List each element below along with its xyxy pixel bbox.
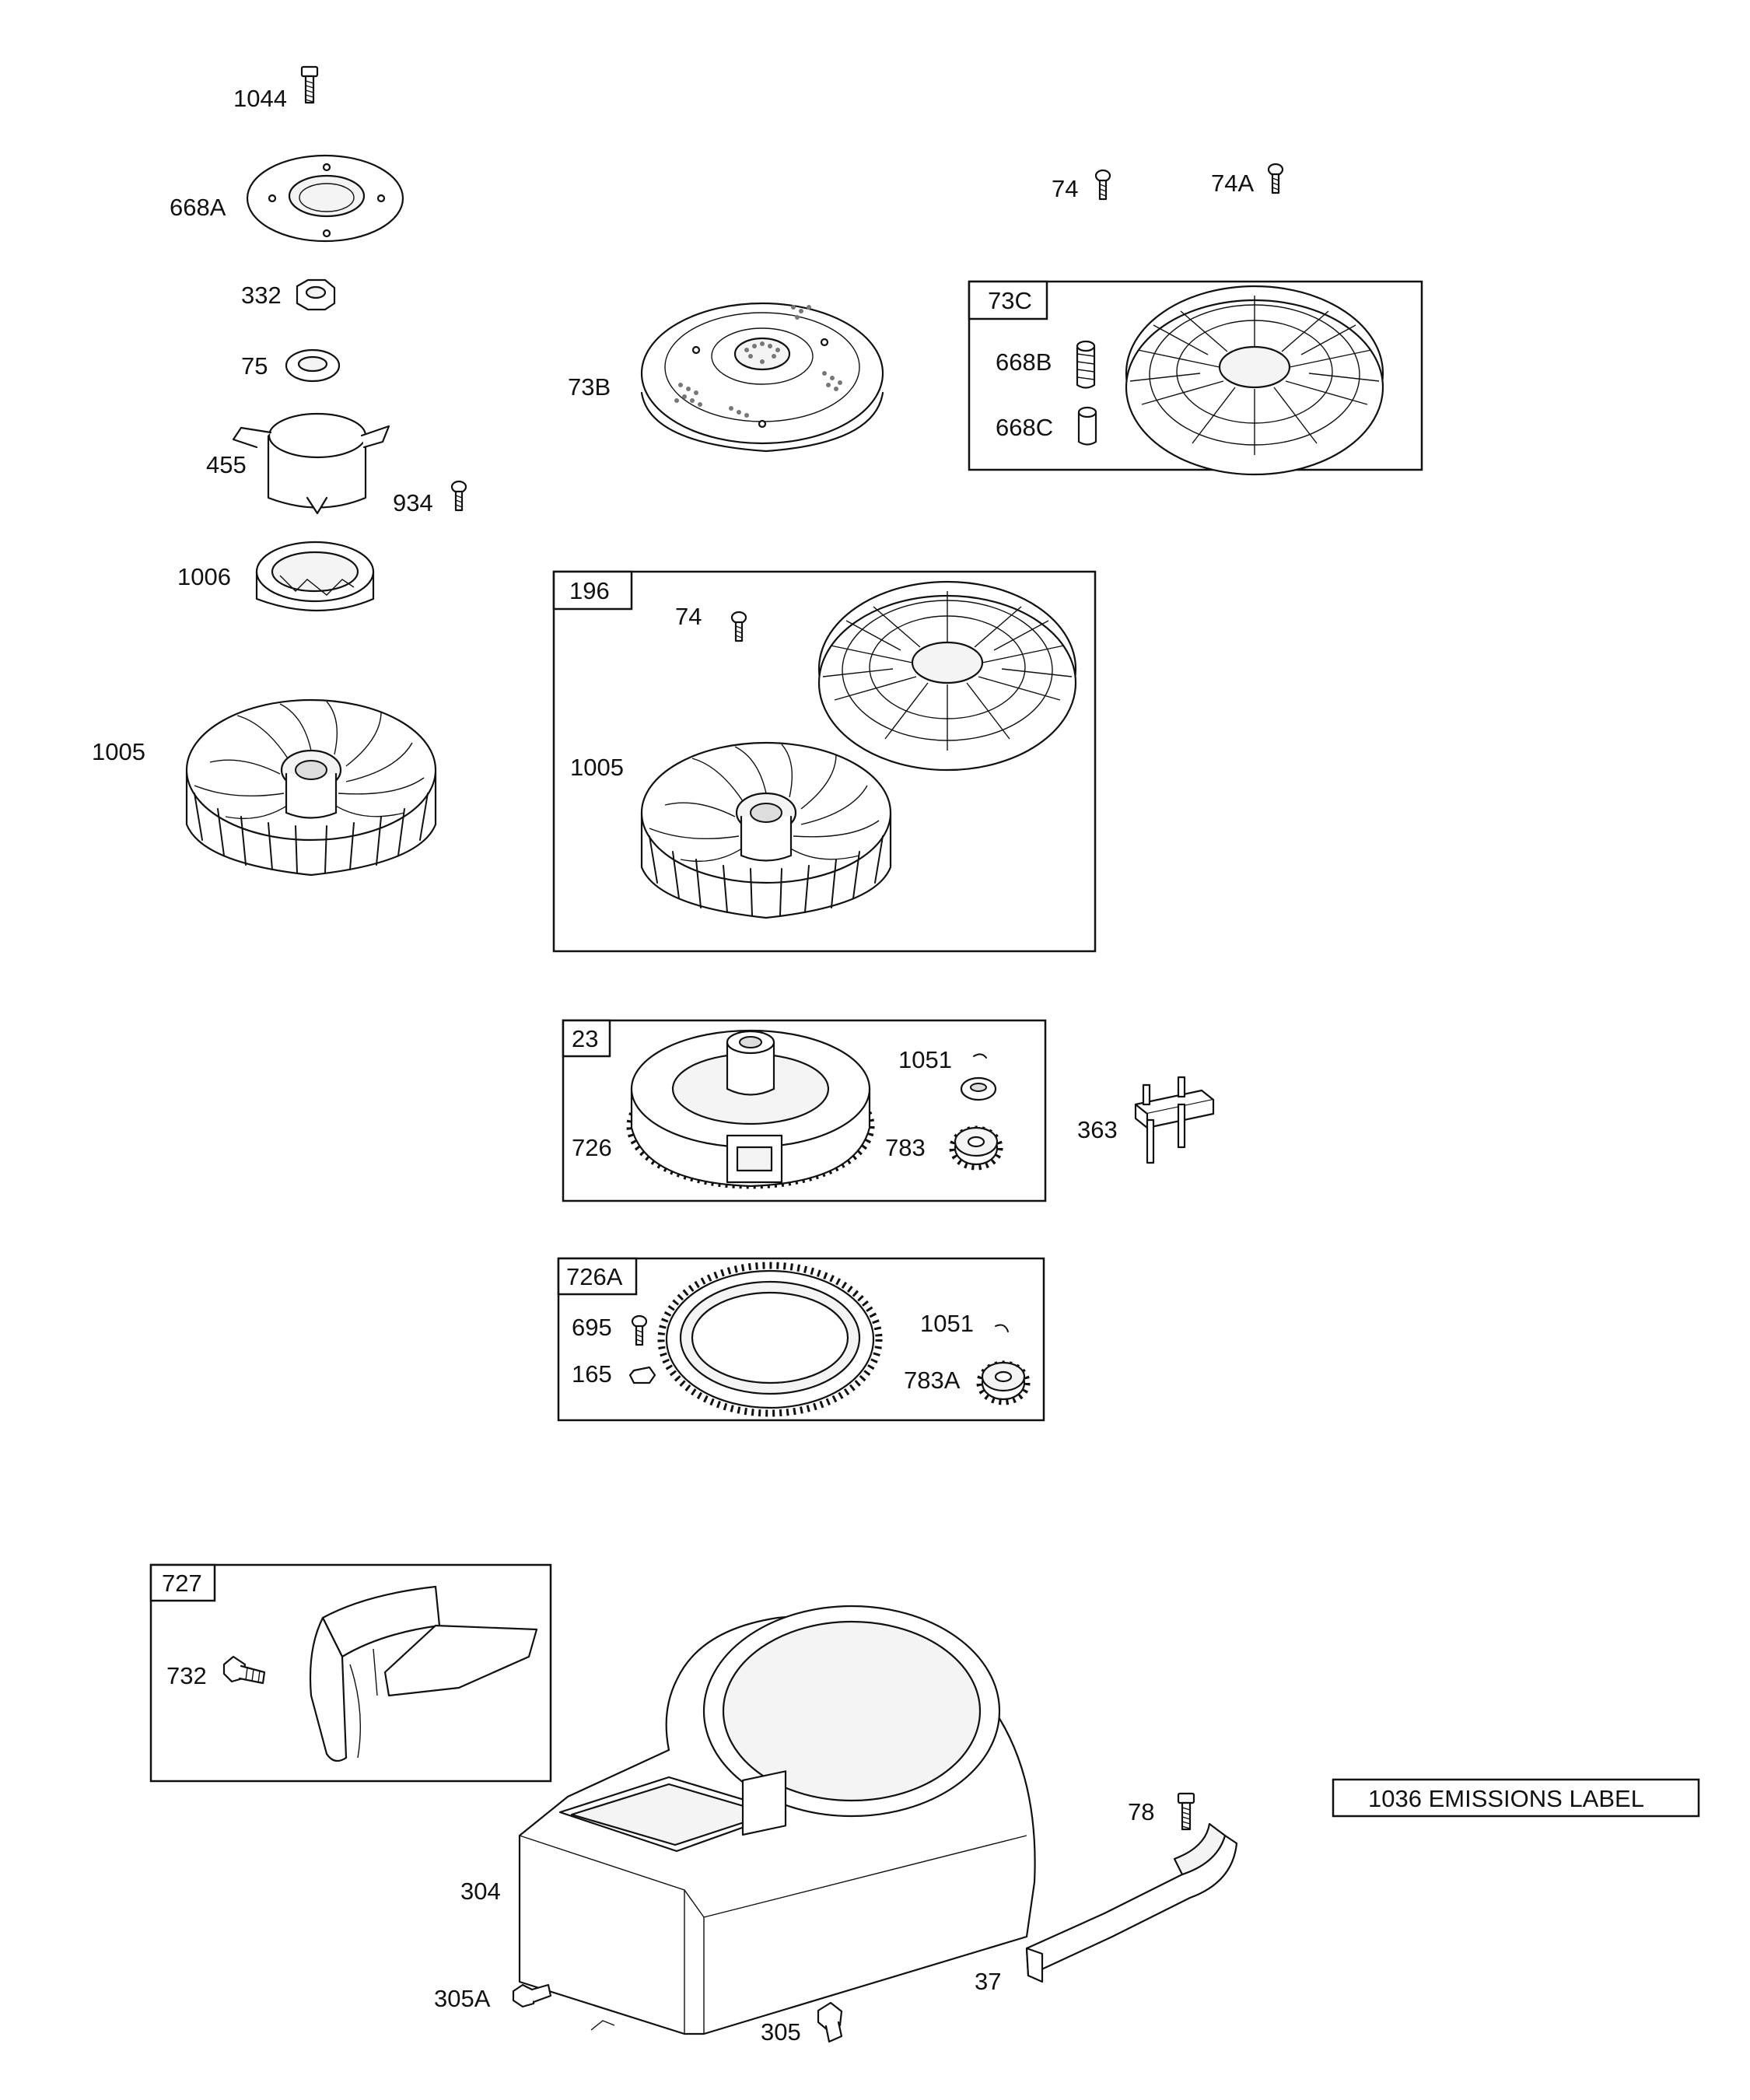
baffle-727 [309, 1585, 538, 1762]
bolt-305 [817, 2001, 843, 2043]
spacer-668C [1077, 406, 1097, 446]
bolt-305A [512, 1983, 552, 2008]
fan-1005-left [185, 698, 437, 877]
kit-tag-726A [557, 1257, 638, 1296]
part-label-1051-kit726A: 1051 [920, 1310, 974, 1337]
blower-housing-304 [518, 1605, 1036, 2035]
part-label-74A: 74A [1211, 170, 1254, 197]
emissions-label-box: 1036 EMISSIONS LABEL [1332, 1778, 1700, 1818]
part-label-455: 455 [206, 451, 247, 478]
bolt-1044 [300, 65, 319, 104]
part-label-78: 78 [1128, 1798, 1154, 1825]
grille-73C [1125, 285, 1384, 476]
bolt-78 [1177, 1792, 1195, 1831]
part-label-726: 726 [572, 1134, 612, 1161]
nut-165 [628, 1366, 656, 1384]
ratchet-1006 [255, 541, 375, 612]
bolt-74A [1267, 163, 1284, 194]
part-label-668A: 668A [170, 194, 226, 221]
kit-label-73C: 73C [988, 287, 1032, 314]
bolt-74 [1094, 169, 1111, 201]
flywheel-726 [626, 1029, 875, 1189]
part-label-783A: 783A [904, 1367, 961, 1394]
part-label-1005-left: 1005 [92, 738, 145, 765]
part-label-1005-kit196: 1005 [570, 754, 624, 781]
part-label-934: 934 [393, 489, 433, 516]
part-label-1051: 1051 [898, 1046, 952, 1073]
part-label-783: 783 [885, 1134, 926, 1161]
screen-73B [640, 302, 884, 453]
part-label-305: 305 [761, 2018, 801, 2046]
part-label-668B: 668B [996, 348, 1052, 376]
nut-332 [296, 278, 336, 311]
kit-label-196: 196 [569, 577, 610, 604]
bolt-934 [450, 480, 467, 512]
gear-783 [953, 1128, 999, 1167]
bolt-74-kit196 [730, 611, 747, 642]
clip-1051 [973, 1053, 987, 1059]
part-label-74-kit196: 74 [675, 603, 702, 630]
washer-75 [285, 348, 341, 383]
kit-tag-73C [968, 280, 1048, 320]
part-label-74: 74 [1052, 175, 1078, 202]
part-label-37: 37 [975, 1968, 1001, 1995]
bolt-732 [222, 1655, 266, 1685]
cup-455 [232, 412, 390, 515]
part-label-75: 75 [241, 352, 268, 380]
fan-1005-kit196 [640, 741, 892, 919]
ring-gear-726A [657, 1262, 883, 1417]
part-label-1006: 1006 [177, 563, 231, 590]
retainer-plate-668A [246, 154, 404, 243]
kit-box-73C [968, 280, 1423, 471]
bracket-363 [1134, 1076, 1215, 1164]
kit-box-196 [552, 570, 1097, 953]
part-label-363: 363 [1077, 1116, 1118, 1143]
kit-label-726A: 726A [566, 1263, 623, 1290]
clip-1051-kit726A [995, 1324, 1009, 1332]
part-label-305A: 305A [434, 1985, 491, 2012]
kit-tag-196 [552, 570, 633, 611]
part-label-732: 732 [166, 1662, 207, 1689]
washer-1051 [960, 1076, 997, 1101]
part-label-165: 165 [572, 1360, 612, 1388]
part-label-73B: 73B [568, 373, 611, 401]
kit-box-727 [149, 1563, 552, 1783]
stud-668B [1076, 340, 1096, 389]
grille-kit196 [817, 580, 1077, 772]
part-label-1044: 1044 [233, 85, 287, 112]
guide-37 [1025, 1822, 1238, 1983]
gear-783A [980, 1363, 1027, 1402]
kit-tag-23 [562, 1019, 611, 1058]
kit-label-727: 727 [162, 1570, 202, 1597]
kit-tag-727 [149, 1563, 216, 1602]
bolt-695 [631, 1314, 648, 1346]
kit-box-726A [557, 1257, 1045, 1422]
part-label-668C: 668C [996, 414, 1053, 441]
part-label-304: 304 [460, 1878, 501, 1905]
part-label-332: 332 [241, 282, 282, 309]
kit-box-23 [562, 1019, 1047, 1202]
part-label-695: 695 [572, 1314, 612, 1341]
emissions-label-text: 1036 EMISSIONS LABEL [1368, 1785, 1644, 1812]
kit-label-23: 23 [572, 1025, 598, 1052]
